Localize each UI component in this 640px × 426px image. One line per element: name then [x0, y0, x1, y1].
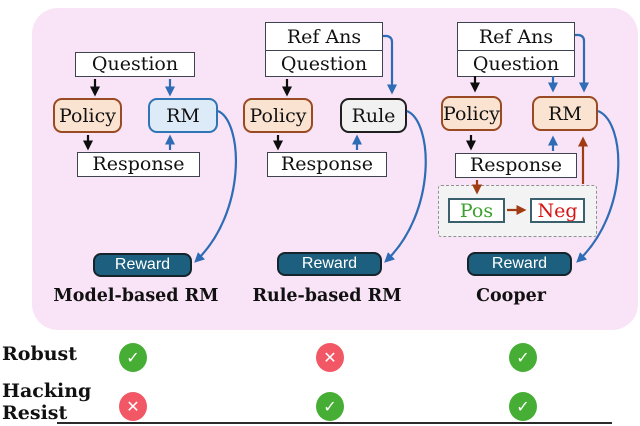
- model-based-rm-caption: Model-based RM: [53, 286, 219, 306]
- hacking-label-line: Hacking: [2, 380, 92, 402]
- hacking-model-based-mark: ✕: [119, 392, 147, 421]
- hacking-resist-label: Hacking Resist: [2, 380, 92, 424]
- hacking-rule-based-mark: ✓: [316, 392, 344, 421]
- rule-question-box: Question: [280, 52, 368, 75]
- model-rm-box: RM: [148, 98, 218, 133]
- cooper-response-box: Response: [455, 153, 577, 178]
- cooper-pos-box: Pos: [448, 198, 505, 223]
- rule-policy-box: Policy: [243, 98, 313, 133]
- model-reward-box: Reward: [93, 253, 192, 277]
- resist-label-line: Resist: [2, 401, 68, 424]
- cooper-input-stack: Ref Ans Question: [457, 22, 575, 77]
- bottom-rule: [57, 422, 612, 424]
- cooper-caption: Cooper: [476, 286, 546, 306]
- robust-rule-based-mark: ✕: [316, 343, 344, 372]
- cooper-refans-box: Ref Ans: [458, 23, 574, 51]
- robust-cooper-mark: ✓: [509, 343, 537, 372]
- robust-label: Robust: [2, 343, 78, 365]
- rule-rule-box: Rule: [340, 98, 407, 133]
- rule-response-box: Response: [267, 152, 387, 177]
- model-policy-box: Policy: [53, 98, 122, 133]
- rule-refans-box: Ref Ans: [266, 23, 382, 51]
- model-question-box: Question: [75, 52, 195, 77]
- hacking-cooper-mark: ✓: [509, 392, 537, 421]
- rule-input-stack: Ref Ans Question: [265, 22, 383, 77]
- cooper-question-box: Question: [472, 52, 560, 75]
- rule-reward-box: Reward: [277, 252, 382, 276]
- cooper-neg-box: Neg: [530, 198, 585, 223]
- cooper-rm-box: RM: [532, 96, 598, 131]
- cooper-reward-box: Reward: [467, 252, 572, 276]
- robust-model-based-mark: ✓: [119, 343, 147, 372]
- cooper-policy-box: Policy: [441, 96, 502, 131]
- rule-based-rm-caption: Rule-based RM: [252, 286, 402, 306]
- model-response-box: Response: [77, 152, 200, 177]
